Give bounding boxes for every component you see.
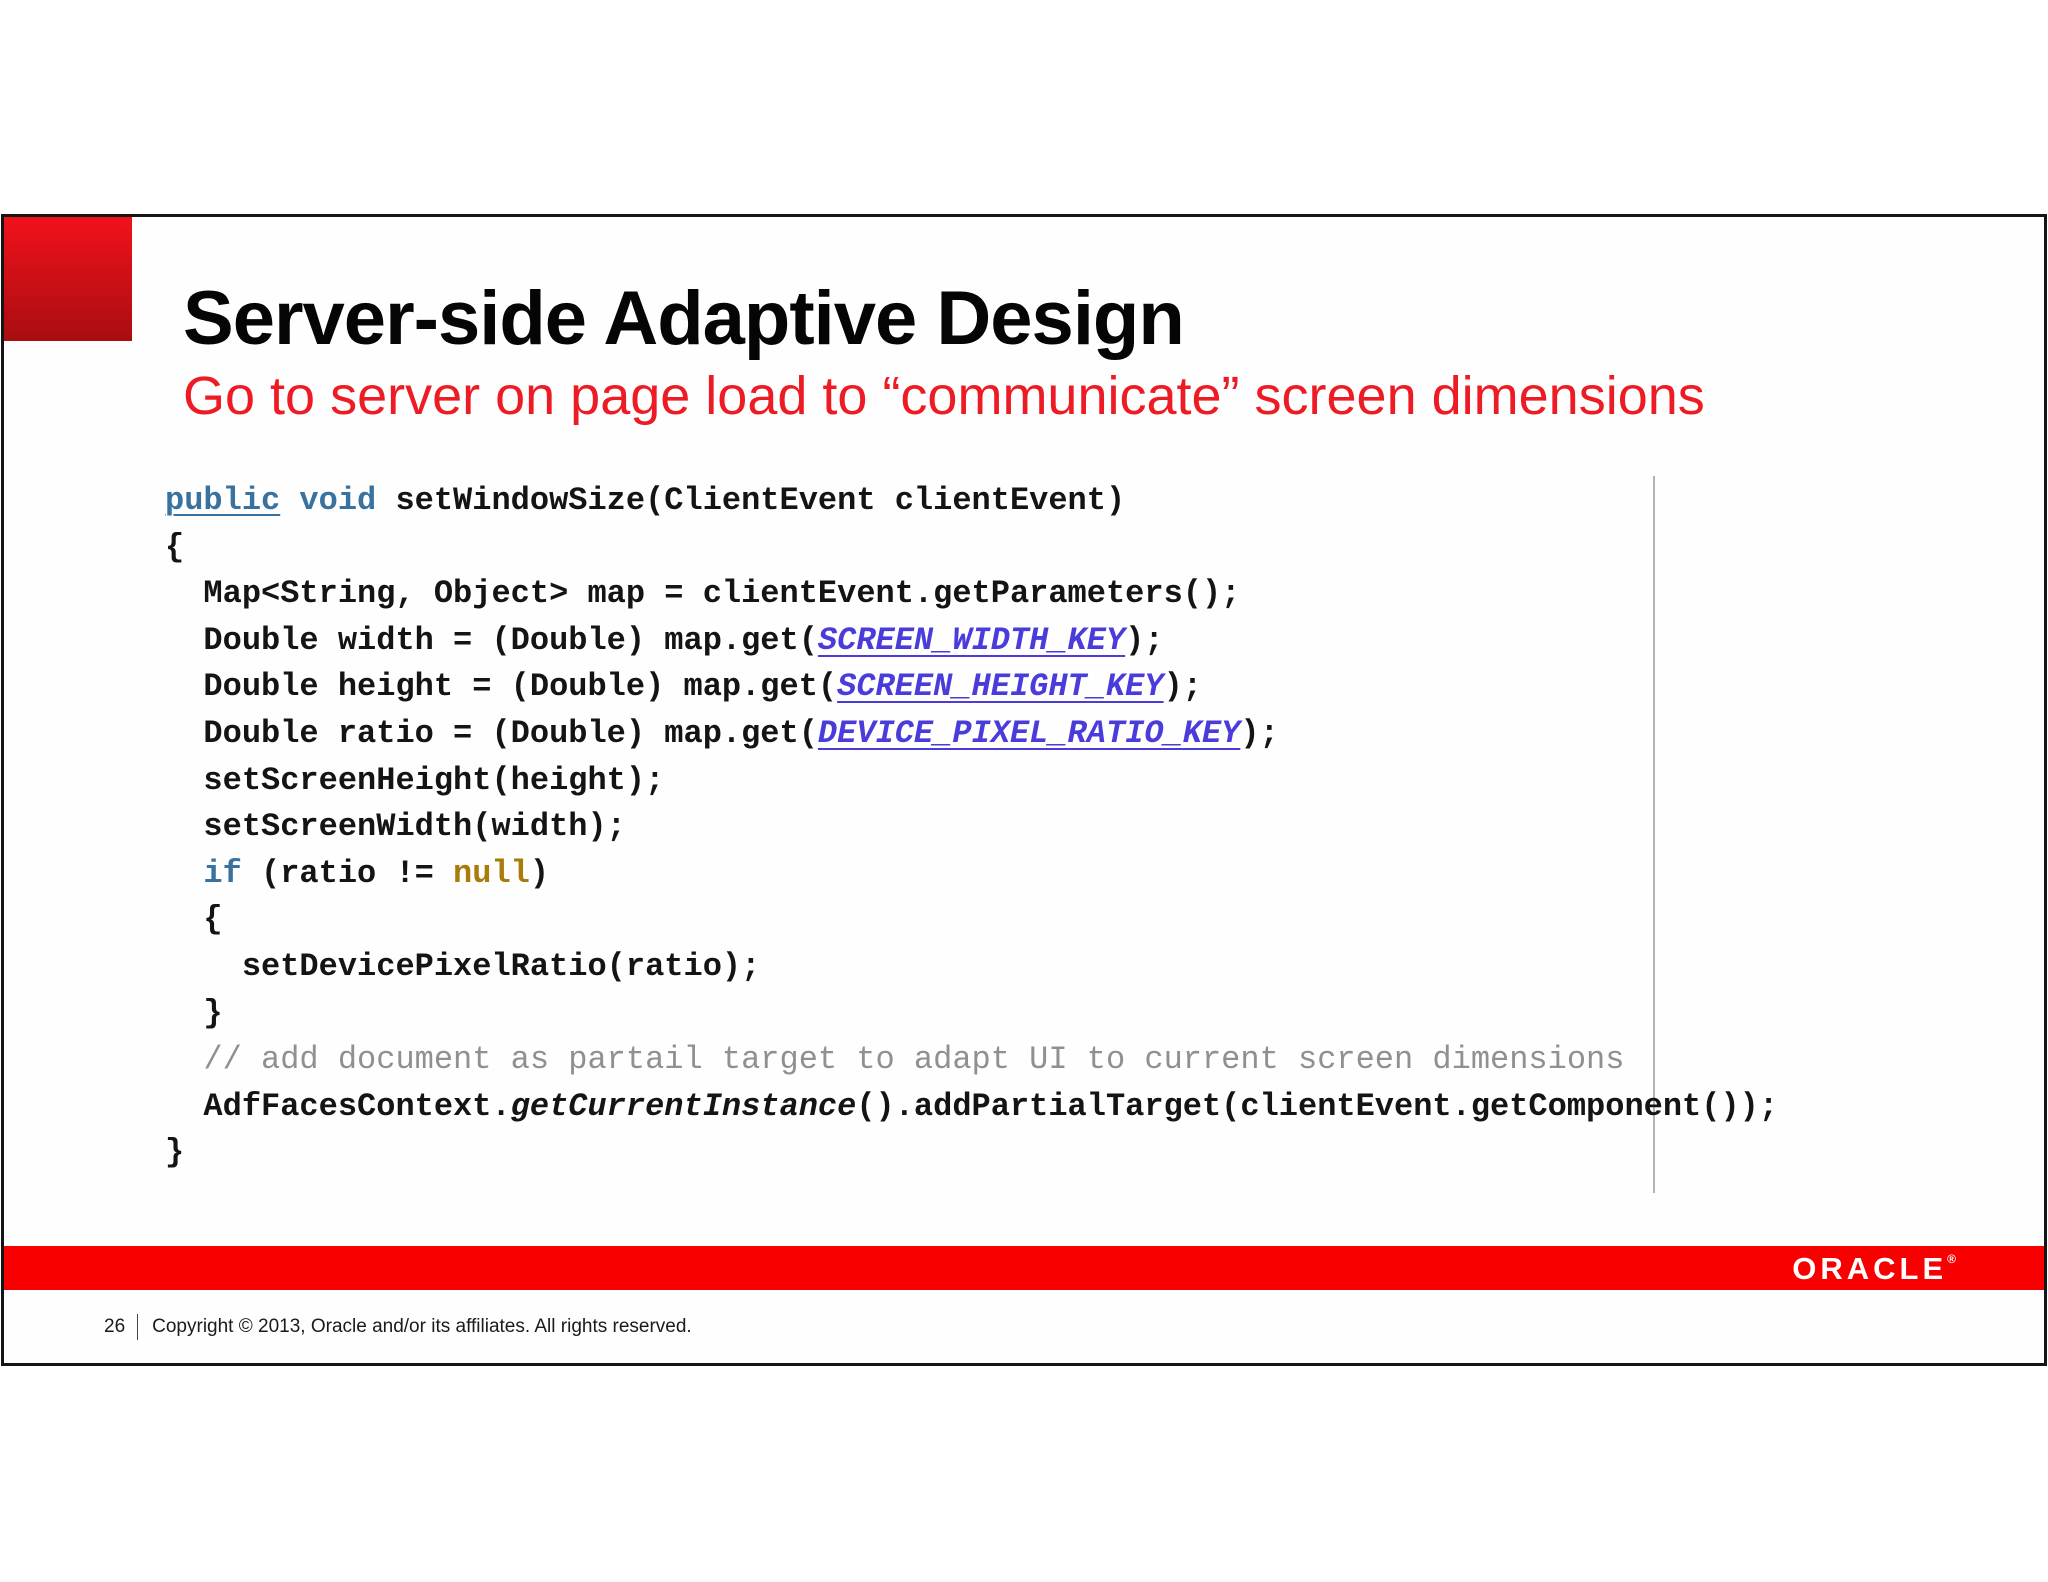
code-line: { bbox=[165, 901, 223, 939]
code-line: setScreenWidth(width); bbox=[165, 808, 626, 846]
code-line: Double width = (Double) map.get(SCREEN_W… bbox=[165, 621, 1164, 659]
oracle-logo-text: ORACLE bbox=[1792, 1250, 1948, 1286]
code-line: public void setWindowSize(ClientEvent cl… bbox=[165, 482, 1126, 519]
copyright-text: Copyright © 2013, Oracle and/or its affi… bbox=[152, 1316, 692, 1337]
slide-footer: 26 Copyright © 2013, Oracle and/or its a… bbox=[104, 1314, 692, 1340]
code-line: { bbox=[165, 528, 185, 566]
page-number: 26 bbox=[104, 1316, 126, 1337]
code-line: AdfFacesContext.getCurrentInstance().add… bbox=[165, 1087, 1779, 1125]
corner-accent-square bbox=[4, 217, 132, 341]
code-line: Map<String, Object> map = clientEvent.ge… bbox=[165, 575, 1241, 613]
slide: Server-side Adaptive Design Go to server… bbox=[1, 214, 2047, 1366]
code-line: Double height = (Double) map.get(SCREEN_… bbox=[165, 668, 1202, 706]
footer-separator bbox=[137, 1314, 139, 1340]
registered-mark: ® bbox=[1947, 1251, 1956, 1266]
code-line: } bbox=[165, 1134, 185, 1172]
code-line: setScreenHeight(height); bbox=[165, 761, 665, 799]
code-line: // add document as partail target to ada… bbox=[203, 1041, 1625, 1079]
code-line: Double ratio = (Double) map.get(DEVICE_P… bbox=[165, 714, 1279, 752]
code-block: public void setWindowSize(ClientEvent cl… bbox=[165, 478, 1778, 1177]
code-line: setDevicePixelRatio(ratio); bbox=[165, 947, 761, 985]
code-line: if (ratio != null) bbox=[203, 854, 550, 892]
pane-divider-line bbox=[1653, 476, 1655, 1193]
page-subtitle: Go to server on page load to “communicat… bbox=[183, 366, 1705, 426]
page-title: Server-side Adaptive Design bbox=[183, 276, 1185, 361]
code-line: } bbox=[165, 994, 223, 1032]
footer-red-bar: ORACLE® bbox=[4, 1246, 2044, 1290]
oracle-logo: ORACLE® bbox=[1792, 1253, 1956, 1284]
